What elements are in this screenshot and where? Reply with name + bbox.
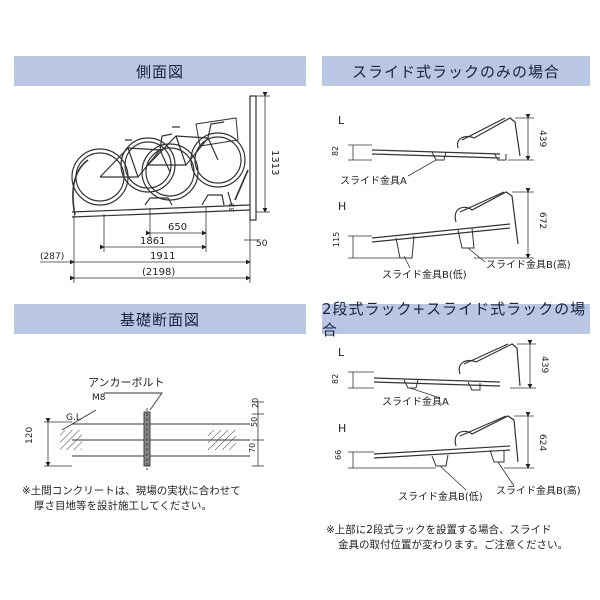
dim-slide-h-672: 672 bbox=[537, 212, 547, 229]
dim-side-1861: 1861 bbox=[140, 236, 165, 247]
slide-only-l-drawing bbox=[371, 117, 521, 161]
two-tier-l-drawing bbox=[373, 343, 521, 391]
two-tier-h-drawing bbox=[373, 415, 519, 467]
anchor-bolt-size: M8 bbox=[92, 393, 106, 403]
two-tier-note-line-2: 金具の取付位置が変わります。ご注意ください。 bbox=[338, 539, 568, 551]
two-tier-h-fitting-b-high: スライド金具B(高) bbox=[496, 484, 581, 497]
dim-two-tier-l-439: 439 bbox=[539, 356, 549, 373]
anchor-bolt-label: アンカーボルト bbox=[88, 376, 165, 389]
foundation-drawing bbox=[60, 392, 250, 470]
slide-only-label-l: L bbox=[338, 114, 345, 127]
slide-only-h-fitting-b-high: スライド金具B(高) bbox=[486, 258, 571, 271]
dim-slide-h-115: 115 bbox=[332, 232, 341, 247]
two-tier-note-line-1: ※上部に2段式ラックを設置する場合、スライド bbox=[326, 524, 552, 536]
dim-side-small: 33 bbox=[228, 203, 236, 212]
dim-slide-l-439: 439 bbox=[537, 130, 547, 147]
header-foundation: 基礎断面図 bbox=[14, 304, 306, 334]
side-view-dimensions bbox=[40, 92, 270, 283]
foundation-note-line-2: 厚さ目地等を設計施工してください。 bbox=[34, 500, 212, 512]
dim-foundation-120: 120 bbox=[25, 427, 35, 444]
two-tier-l-fitting-a: スライド金具A bbox=[382, 395, 449, 408]
dim-side-50: 50 bbox=[256, 239, 268, 249]
header-side-view: 側面図 bbox=[14, 56, 306, 86]
foundation-note: ※土間コンクリートは、現場の実状に合わせて 厚さ目地等を設計施工してください。 bbox=[22, 484, 302, 514]
two-tier-label-h: H bbox=[338, 422, 346, 435]
dim-foundation-20: 20 bbox=[251, 398, 260, 408]
dim-side-2198: (2198) bbox=[142, 267, 175, 278]
gl-label: G.L bbox=[66, 413, 81, 423]
foundation-note-line-1: ※土間コンクリートは、現場の実状に合わせて bbox=[22, 485, 241, 497]
two-tier-note: ※上部に2段式ラックを設置する場合、スライド 金具の取付位置が変わります。ご注意… bbox=[326, 523, 594, 553]
dim-side-1911: 1911 bbox=[150, 251, 175, 262]
header-two-tier-slide: 2段式ラック+スライド式ラックの場合 bbox=[322, 300, 590, 339]
dim-two-tier-h-66: 66 bbox=[334, 450, 343, 460]
dim-foundation-50: 50 bbox=[250, 417, 259, 427]
dim-two-tier-h-624: 624 bbox=[537, 434, 547, 451]
two-tier-label-l: L bbox=[338, 346, 345, 359]
two-tier-h-fitting-b-low: スライド金具B(低) bbox=[398, 490, 483, 503]
dim-side-287: (287) bbox=[40, 252, 64, 262]
slide-only-h-drawing bbox=[371, 191, 519, 259]
slide-only-label-h: H bbox=[338, 200, 346, 213]
dim-foundation-70: 70 bbox=[248, 443, 257, 453]
dim-two-tier-l-82: 82 bbox=[331, 374, 340, 384]
dim-side-height: 1313 bbox=[269, 150, 280, 175]
slide-only-h-fitting-b-low: スライド金具B(低) bbox=[382, 268, 467, 281]
dim-side-650: 650 bbox=[168, 222, 187, 233]
side-view-drawing bbox=[71, 95, 257, 221]
header-slide-only: スライド式ラックのみの場合 bbox=[322, 56, 590, 86]
dim-slide-l-82: 82 bbox=[331, 146, 340, 156]
slide-only-l-fitting-a: スライド金具A bbox=[340, 174, 407, 187]
